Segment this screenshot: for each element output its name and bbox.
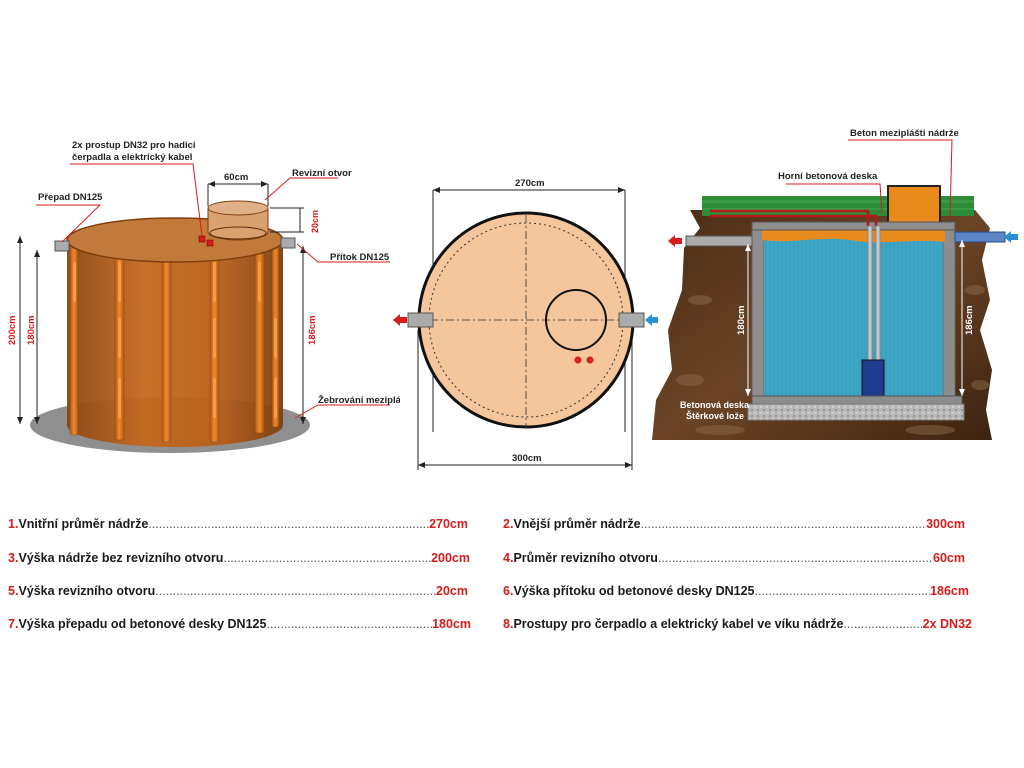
outflow-pipe-section (685, 235, 753, 247)
label-gravel-bed: Štěrkové lože (686, 410, 744, 421)
spec-number: 2. (503, 517, 514, 531)
spec-item-2: 2.Vnější průměr nádrže..................… (503, 517, 965, 531)
spec-value: 60cm (933, 551, 965, 565)
spec-value: 200cm (431, 551, 470, 565)
label-186cm: 186cm (307, 315, 318, 345)
tank-3d-view: 2x prostup DN32 pro hadici čerpadla a el… (7, 140, 400, 453)
dn32-pipe-connector (198, 235, 206, 243)
concrete-wall-left (751, 227, 765, 399)
spec-text: Průměr revizního otvoru (513, 551, 658, 565)
tank-top-view: 270cm 300cm (393, 178, 658, 470)
label-top-slab: Horní betonová deska (778, 171, 878, 182)
label-270cm: 270cm (515, 178, 545, 189)
spec-text: Vnitřní průměr nádrže (18, 517, 149, 531)
spec-dots: ........................................… (640, 517, 927, 531)
spec-number: 7. (8, 617, 19, 631)
top-concrete-slab (751, 221, 956, 231)
spec-value: 300cm (926, 517, 965, 531)
spec-number: 5. (8, 584, 19, 598)
label-180cm-section: 180cm (736, 305, 747, 335)
spec-number: 4. (503, 551, 514, 565)
label-20cm: 20cm (310, 210, 320, 233)
label-overflow: Přepad DN125 (38, 192, 103, 203)
spec-value: 180cm (432, 617, 471, 631)
pump (861, 359, 885, 397)
label-300cm: 300cm (512, 453, 542, 464)
spec-item-5: 5.Výška revizního otvoru................… (8, 584, 468, 598)
revision-opening (207, 207, 269, 241)
label-200cm: 200cm (7, 315, 18, 345)
dn32-port-a (574, 356, 582, 364)
bottom-concrete-slab (751, 395, 963, 405)
inflow-pipe-top (618, 312, 645, 328)
inflow-arrow-section (1004, 231, 1018, 243)
spec-item-3: 3.Výška nádrže bez revizního otvoru.....… (8, 551, 470, 565)
spec-text: Výška přepadu od betonové desky DN125 (18, 617, 267, 631)
gravel-bed (747, 403, 965, 421)
spec-dots: ........................................… (266, 617, 432, 631)
spec-text: Vnější průměr nádrže (513, 517, 641, 531)
spec-value: 270cm (429, 517, 468, 531)
revision-opening-top (545, 289, 607, 351)
spec-text: Výška revizního otvoru (18, 584, 156, 598)
spec-dots: ........................................… (223, 551, 432, 565)
spec-dots: ........................................… (657, 551, 933, 565)
label-ribs: Žebrování meziplášťě (318, 394, 400, 406)
spec-dots: ........................................… (754, 584, 931, 598)
spec-text: Výška přítoku od betonové desky DN125 (513, 584, 755, 598)
spec-item-6: 6. Výška přítoku od betonové desky DN125… (503, 584, 969, 598)
label-inflow: Přítok DN125 (330, 252, 390, 263)
spec-dots: ........................................… (155, 584, 437, 598)
tank-interior (764, 230, 943, 396)
spec-value: 20cm (436, 584, 468, 598)
spec-text: Výška nádrže bez revizního otvoru (18, 551, 224, 565)
spec-number: 6. (503, 584, 514, 598)
spec-item-4: 4. Průměr revizního otvoru..............… (503, 551, 965, 565)
tank-cross-section: Beton meziplášti nádrže Horní betonová d… (652, 128, 1018, 440)
spec-item-8: 8. Prostupy pro čerpadlo a elektrický ka… (503, 617, 972, 631)
pump-pipe (867, 225, 873, 361)
outflow-pipe-top (407, 312, 434, 328)
concrete-wall-right (942, 227, 956, 399)
label-concrete-mantle: Beton meziplášti nádrže (850, 128, 959, 139)
spec-text: Prostupy pro čerpadlo a elektrický kabel… (513, 617, 844, 631)
spec-number: 3. (8, 551, 19, 565)
spec-dots: ........................................… (148, 517, 430, 531)
label-bottom-slab: Betonová deska (680, 400, 750, 410)
label-60cm: 60cm (224, 172, 248, 183)
tank-ribs (69, 244, 280, 443)
spec-number: 1. (8, 517, 19, 531)
overflow-pipe (54, 240, 70, 252)
dn32-port-b (586, 356, 594, 364)
outflow-arrow-section (668, 235, 682, 247)
label-pipes-line1: 2x prostup DN32 pro hadici (72, 140, 196, 151)
label-pipes-line2: čerpadla a elektrický kabel (72, 152, 192, 163)
outflow-arrow (393, 314, 407, 326)
spec-item-1: 1.Vnitřní průměr nádrže.................… (8, 517, 468, 531)
spec-value: 186cm (930, 584, 969, 598)
spec-dots: ........................................… (843, 617, 922, 631)
inflow-pipe (280, 237, 296, 249)
label-186cm-section: 186cm (964, 305, 975, 335)
spec-item-7: 7.Výška přepadu od betonové desky DN125.… (8, 617, 471, 631)
spec-value: 2x DN32 (922, 617, 972, 631)
tank-lid (762, 228, 945, 243)
label-180cm: 180cm (26, 315, 37, 345)
tank-body (67, 240, 283, 447)
label-revision-opening: Revizní otvor (292, 168, 352, 179)
spec-number: 8. (503, 617, 514, 631)
inflow-arrow (645, 314, 658, 326)
access-shaft (887, 185, 941, 227)
